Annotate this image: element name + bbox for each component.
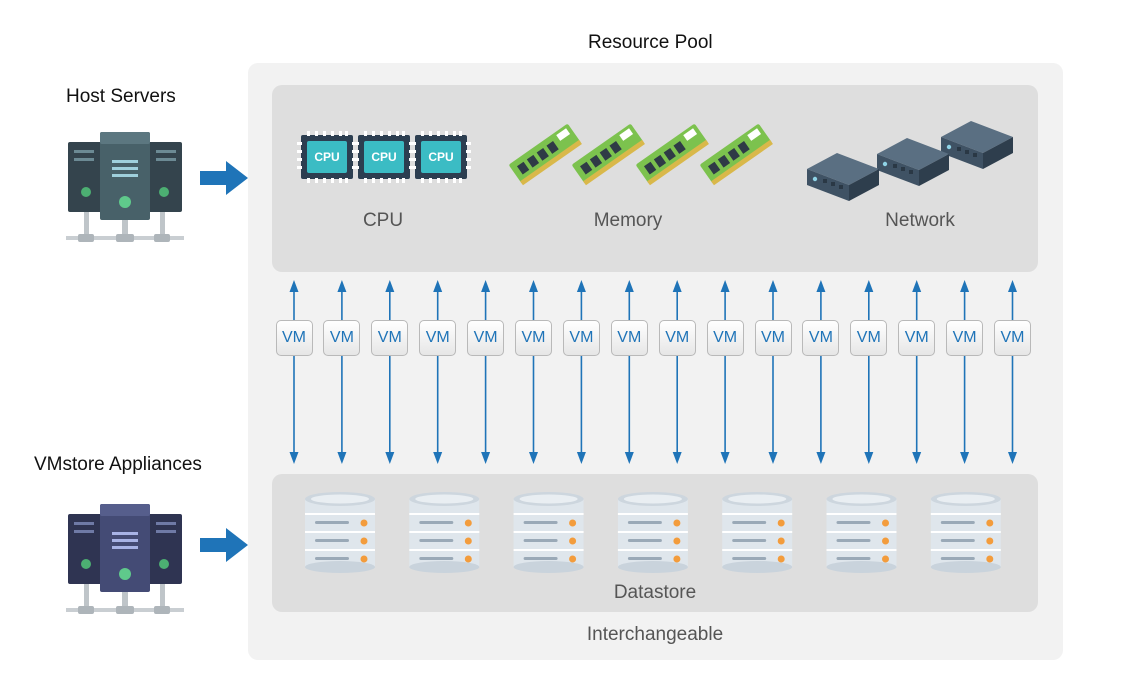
vm-box: VM xyxy=(802,320,840,356)
database-cylinder-icon xyxy=(305,492,375,573)
database-cylinder-icon xyxy=(930,492,1001,573)
vm-box: VM xyxy=(610,320,648,356)
vm-box: VM xyxy=(850,320,888,356)
arrowhead-up xyxy=(481,280,491,292)
vm-box: VM xyxy=(419,320,457,356)
arrowhead-down xyxy=(481,452,491,464)
vm-box: VM xyxy=(706,320,744,356)
vm-box: VM xyxy=(658,320,696,356)
svg-text:CPU: CPU xyxy=(371,150,396,164)
arrowhead-up xyxy=(289,280,299,292)
arrowhead-up xyxy=(720,280,730,292)
datastore-label: Datastore xyxy=(613,582,697,603)
database-cylinder-icon xyxy=(617,492,688,573)
database-cylinder-icon xyxy=(409,492,480,573)
vm-box: VM xyxy=(467,320,505,356)
vm-box: VM xyxy=(562,320,600,356)
vm-box: VM xyxy=(754,320,792,356)
arrowhead-up xyxy=(576,280,586,292)
arrowhead-up xyxy=(1008,280,1017,292)
svg-text:CPU: CPU xyxy=(314,150,339,164)
arrowhead-up xyxy=(960,280,970,292)
arrowhead-down xyxy=(289,452,299,464)
vm-box: VM xyxy=(994,320,1031,356)
vm-box: VM xyxy=(898,320,936,356)
arrowhead-up xyxy=(672,280,682,292)
arrowhead-down xyxy=(1008,452,1017,464)
vm-box: VM xyxy=(371,320,409,356)
interchangeable-label: Interchangeable xyxy=(586,624,724,645)
arrowhead-down xyxy=(576,452,586,464)
arrowhead-down xyxy=(816,452,826,464)
arrowhead-down xyxy=(864,452,874,464)
arrowhead-down xyxy=(912,452,922,464)
arrowhead-down xyxy=(768,452,778,464)
arrowhead-down xyxy=(385,452,395,464)
arrowhead-down xyxy=(960,452,970,464)
vm-box: VM xyxy=(323,320,361,356)
arrowhead-up xyxy=(816,280,826,292)
vmstore-appliances-label: VMstore Appliances xyxy=(34,454,202,475)
arrowhead-up xyxy=(433,280,443,292)
arrowhead-down xyxy=(433,452,443,464)
vm-box: VM xyxy=(515,320,552,356)
arrowhead-up xyxy=(864,280,874,292)
database-cylinder-icon xyxy=(513,492,584,573)
arrowhead-down xyxy=(624,452,634,464)
database-cylinder-icon xyxy=(826,492,897,573)
arrowhead-up xyxy=(912,280,922,292)
arrowhead-up xyxy=(337,280,347,292)
arrowhead-down xyxy=(672,452,682,464)
arrowhead-up xyxy=(385,280,395,292)
arrow-right-icon xyxy=(200,528,248,562)
arrowhead-up xyxy=(624,280,634,292)
arrowhead-down xyxy=(337,452,347,464)
arrow-right-icon xyxy=(200,161,248,195)
resource-pool-title: Resource Pool xyxy=(588,32,713,53)
arrowhead-up xyxy=(768,280,778,292)
svg-text:CPU: CPU xyxy=(428,150,453,164)
database-cylinder-icon xyxy=(722,492,793,573)
host-servers-label: Host Servers xyxy=(66,86,176,107)
vm-box: VM xyxy=(275,320,313,356)
server-rack-icon xyxy=(66,504,184,614)
network-label: Network xyxy=(885,210,955,231)
server-rack-icon xyxy=(66,132,184,242)
cpu-label: CPU xyxy=(362,210,404,231)
arrowhead-down xyxy=(720,452,730,464)
memory-label: Memory xyxy=(593,210,663,231)
arrowhead-up xyxy=(529,280,538,292)
vm-box: VM xyxy=(946,320,984,356)
arrowhead-down xyxy=(529,452,538,464)
